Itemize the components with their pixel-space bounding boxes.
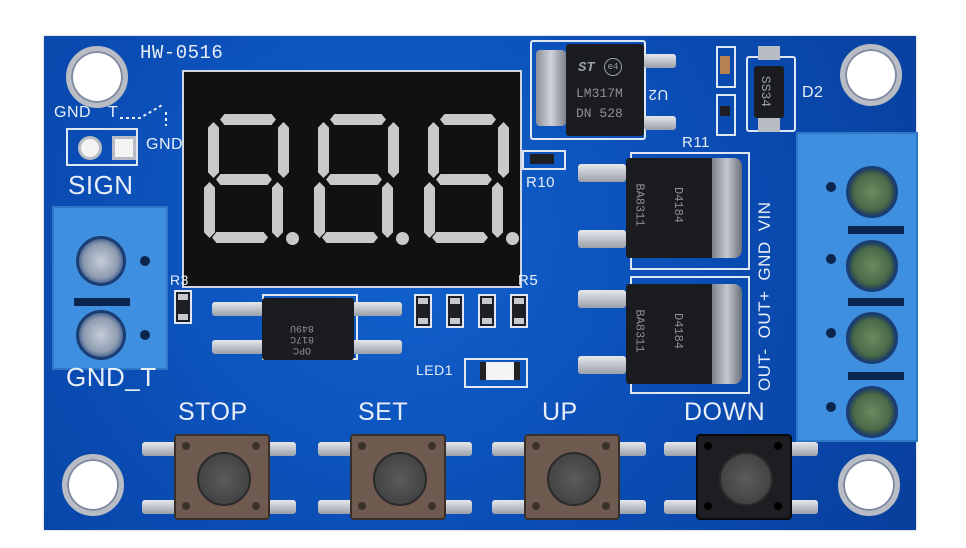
set-label: SET	[358, 398, 409, 426]
vin-label: VIN	[755, 201, 774, 232]
st-logo: ST	[578, 60, 595, 76]
model-label: HW-0516	[140, 42, 224, 64]
mosfet1-marking-right: D4184	[671, 186, 686, 224]
up-label: UP	[542, 398, 578, 426]
terminal-screw-out-plus[interactable]	[846, 312, 898, 364]
diode-pad-bottom	[758, 118, 780, 132]
led1-label: LED1	[416, 362, 454, 378]
mosfet2-pin-2	[578, 356, 626, 374]
input-terminal-block	[52, 206, 168, 370]
regulator-pin-top	[644, 54, 676, 68]
regulator-tab	[536, 50, 566, 126]
resistor-r3	[174, 290, 192, 324]
opto-marking-2: 817C	[290, 333, 315, 344]
mosfet2-pin-1	[578, 290, 626, 308]
mosfet2-body: BA8311 D4184	[626, 284, 718, 384]
led1-outline	[464, 358, 528, 388]
trigger-gnd-label: GND	[54, 104, 92, 121]
trigger-header-outline	[66, 128, 138, 166]
u2-label: U2	[648, 86, 669, 103]
resistor-row-2	[446, 294, 464, 328]
out-minus-label: OUT-	[755, 348, 774, 391]
opto-pin-1	[212, 302, 264, 316]
led1	[480, 362, 520, 380]
down-label: DOWN	[684, 398, 766, 426]
terminal-screw-gnd[interactable]	[846, 240, 898, 292]
e4-mark: e4	[604, 58, 622, 76]
mosfet2-marking-left: BA8311	[632, 309, 647, 353]
stop-button-cap[interactable]	[197, 452, 251, 506]
diode-marking: SS34	[758, 75, 774, 108]
regulator-pin-bottom	[644, 116, 676, 130]
regulator-marking-1: LM317M	[576, 86, 623, 101]
regulator-chip: ST e4 LM317M DN 528	[566, 44, 644, 136]
r10-label: R10	[526, 174, 556, 191]
opto-marking-3: 849U	[290, 322, 315, 333]
display-digit-2	[314, 114, 409, 245]
optocoupler-body: OPC 817C 849U	[262, 298, 354, 360]
out-plus-label: OUT+	[755, 290, 774, 339]
trigger-switch-symbol	[120, 98, 172, 126]
mosfet1-pin-1	[578, 164, 626, 182]
sign-label: SIGN	[68, 170, 134, 200]
resistor-outline-r11	[716, 94, 736, 136]
trigger-pin-round[interactable]	[78, 136, 102, 160]
r3-label: R3	[170, 272, 189, 288]
mosfet2-marking-right: D4184	[671, 312, 686, 350]
display-digit-1	[204, 114, 299, 245]
mounting-hole-bottom-right	[838, 454, 900, 516]
r10-outline	[522, 150, 566, 170]
set-button-cap[interactable]	[373, 452, 427, 506]
display-digit-3	[424, 114, 519, 245]
down-button[interactable]	[662, 434, 822, 530]
mounting-hole-top-left	[66, 46, 128, 108]
resistor-outline-top	[716, 46, 736, 88]
set-button[interactable]	[316, 434, 476, 530]
diode-body: SS34	[754, 66, 784, 118]
down-button-cap[interactable]	[719, 452, 773, 506]
d2-label: D2	[802, 84, 824, 101]
terminal-screw-gnd-t[interactable]	[76, 310, 126, 360]
opto-marking-1: OPC	[293, 344, 312, 355]
mosfet1-marking-left: BA8311	[632, 183, 647, 227]
trigger-t-label: T	[108, 104, 119, 121]
mosfet1-body: BA8311 D4184	[626, 158, 718, 258]
r11-label: R11	[682, 134, 710, 151]
resistor-r5	[510, 294, 528, 328]
resistor-row-1	[414, 294, 432, 328]
mosfet1-pin-2	[578, 230, 626, 248]
mounting-hole-top-right	[840, 44, 902, 106]
trigger-pin-square[interactable]	[112, 136, 136, 160]
stop-label: STOP	[178, 398, 248, 426]
seven-segment-display	[182, 70, 522, 288]
resistor-row-3	[478, 294, 496, 328]
regulator-marking-2: DN 528	[576, 106, 623, 121]
power-terminal-labels: OUT- OUT+ GND VIN	[752, 160, 780, 394]
power-terminal-block	[796, 132, 918, 442]
up-button[interactable]	[490, 434, 650, 530]
trigger-gnd2-label: GND	[146, 136, 184, 153]
mosfet1-tab	[712, 158, 742, 258]
diode-pad-top	[758, 46, 780, 60]
terminal-screw-sign[interactable]	[76, 236, 126, 286]
gnd-label: GND	[755, 241, 774, 281]
opto-pin-3	[352, 302, 402, 316]
gnd-t-label: GND_T	[66, 362, 157, 392]
terminal-screw-out-minus[interactable]	[846, 386, 898, 438]
opto-pin-2	[212, 340, 264, 354]
regulator-outline	[530, 40, 646, 140]
terminal-screw-vin[interactable]	[846, 166, 898, 218]
opto-pin-4	[352, 340, 402, 354]
mounting-hole-bottom-left	[62, 454, 124, 516]
up-button-cap[interactable]	[547, 452, 601, 506]
mosfet2-tab	[712, 284, 742, 384]
r5-label: R5	[518, 272, 539, 289]
stop-button[interactable]	[140, 434, 300, 530]
